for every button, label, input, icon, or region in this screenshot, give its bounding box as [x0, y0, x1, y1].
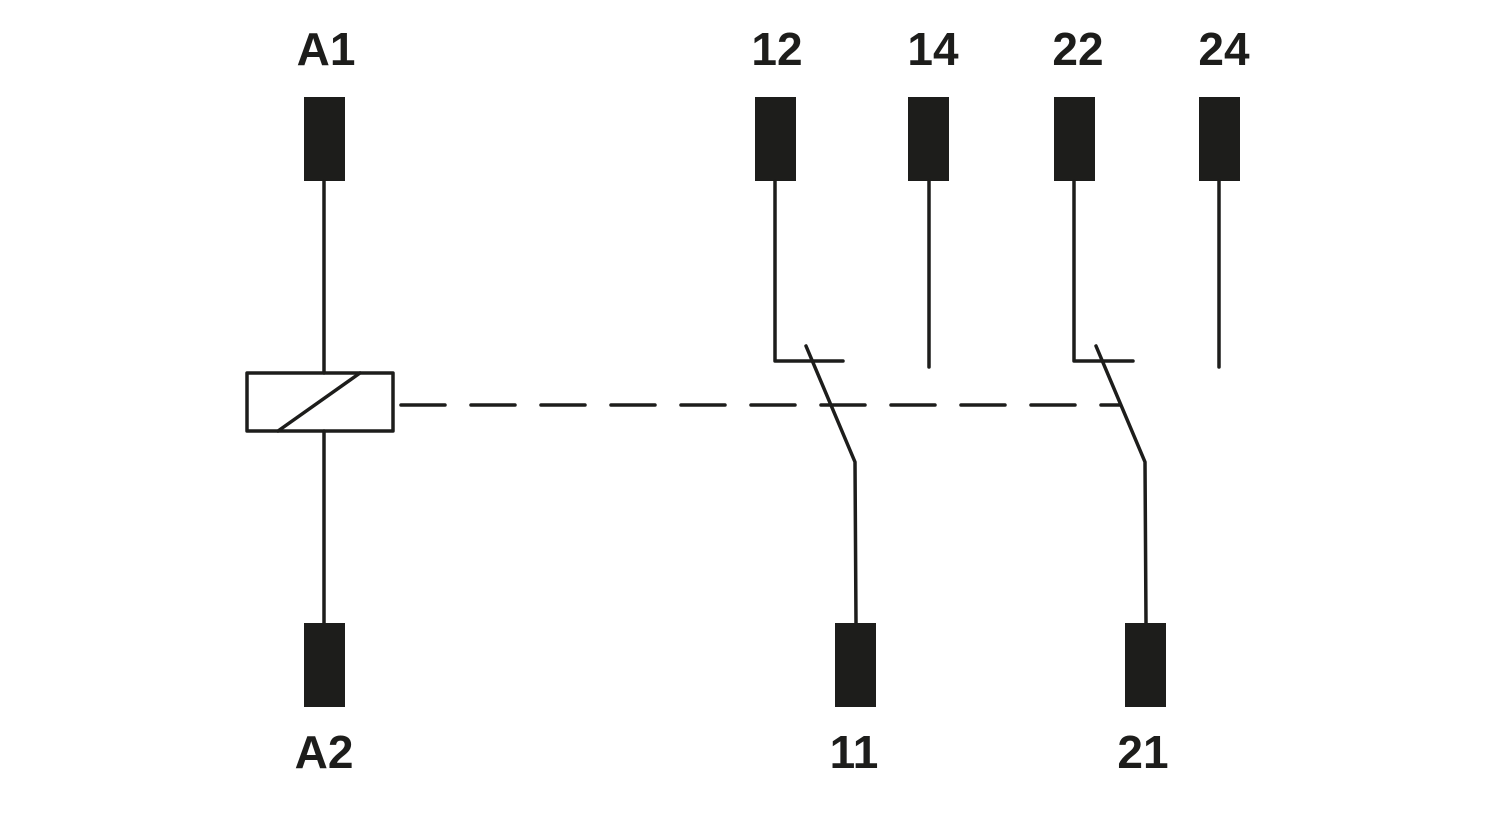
terminal-block-a1	[304, 97, 345, 181]
label-11: 11	[830, 726, 879, 778]
terminal-block-12	[755, 97, 796, 181]
label-a2: A2	[295, 726, 354, 778]
label-24: 24	[1198, 23, 1250, 75]
terminal-block-a2	[304, 623, 345, 707]
label-12: 12	[751, 23, 802, 75]
coil-symbol	[245, 371, 395, 433]
terminal-block-11	[835, 623, 876, 707]
coil-diagonal	[276, 371, 362, 433]
terminal-block-14	[908, 97, 949, 181]
contact2-switch-blade	[1094, 344, 1148, 625]
terminal-block-22	[1054, 97, 1095, 181]
contact2-nc-wire	[1072, 179, 1135, 363]
contact1-switch-blade	[804, 344, 858, 625]
terminal-block-24	[1199, 97, 1240, 181]
label-14: 14	[907, 23, 959, 75]
label-22: 22	[1052, 23, 1103, 75]
contact1-nc-wire	[773, 179, 845, 363]
label-a1: A1	[297, 23, 356, 75]
terminal-block-21	[1125, 623, 1166, 707]
label-21: 21	[1117, 726, 1168, 778]
